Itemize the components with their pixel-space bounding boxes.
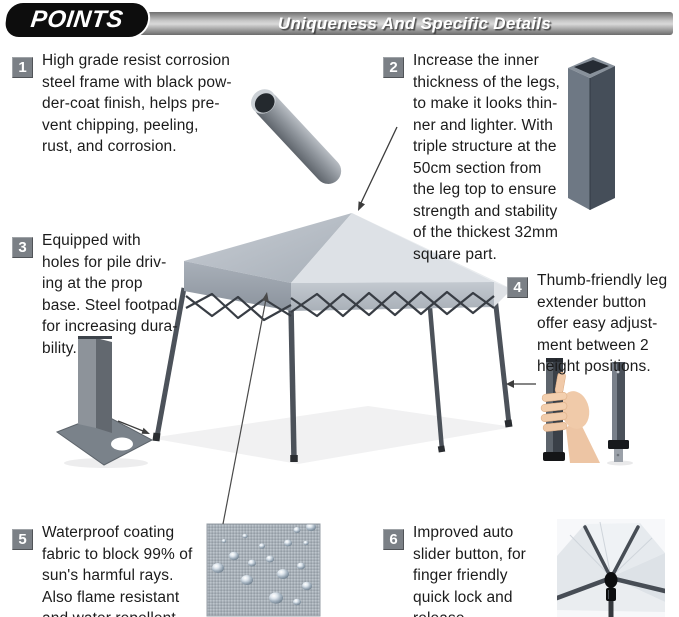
steel-footpad-photo <box>55 336 154 468</box>
points-chip: POINTS <box>3 3 151 37</box>
point-1-badge: 1 <box>12 57 33 78</box>
hand-pressing-leg-button-photo <box>540 358 600 463</box>
point-2-text: Increase the inner thickness of the legs… <box>413 52 560 263</box>
point-5-text: Waterproof coating fabric to block 99% o… <box>42 524 193 617</box>
point-3-badge: 3 <box>12 237 33 258</box>
point-6-text: Improved auto slider button, for finger … <box>413 524 526 617</box>
point-5-badge: 5 <box>12 529 33 550</box>
point-3-text: Equipped with holes for pile driv- ing a… <box>42 232 178 357</box>
point-6-badge: 6 <box>383 529 404 550</box>
waterproof-fabric-swatch-photo <box>206 523 321 617</box>
leg-extender-photo <box>607 362 633 466</box>
annotation-arrow-footpad-to-leg <box>117 420 150 434</box>
annotation-arrow-to-peak <box>358 126 398 211</box>
banner-title: Uniqueness And Specific Details <box>277 13 552 33</box>
canopy-tent-photo <box>150 213 513 464</box>
point-2-badge: 2 <box>383 57 404 78</box>
header-banner: Uniqueness And Specific Details <box>28 12 673 35</box>
canopy-underside-slider-photo <box>557 519 665 617</box>
point-4-badge: 4 <box>507 277 528 298</box>
point-1-text: High grade resist corrosion steel frame … <box>42 52 232 155</box>
steel-tube-photo <box>251 89 342 184</box>
annotation-arrow-fabric-to-canopy <box>222 292 269 525</box>
annotation-arrow-extender-to-leg <box>506 380 536 388</box>
point-4-text: Thumb-friendly leg extender button offer… <box>537 272 668 375</box>
points-label: POINTS <box>29 6 125 33</box>
square-leg-profile-photo <box>568 57 615 210</box>
